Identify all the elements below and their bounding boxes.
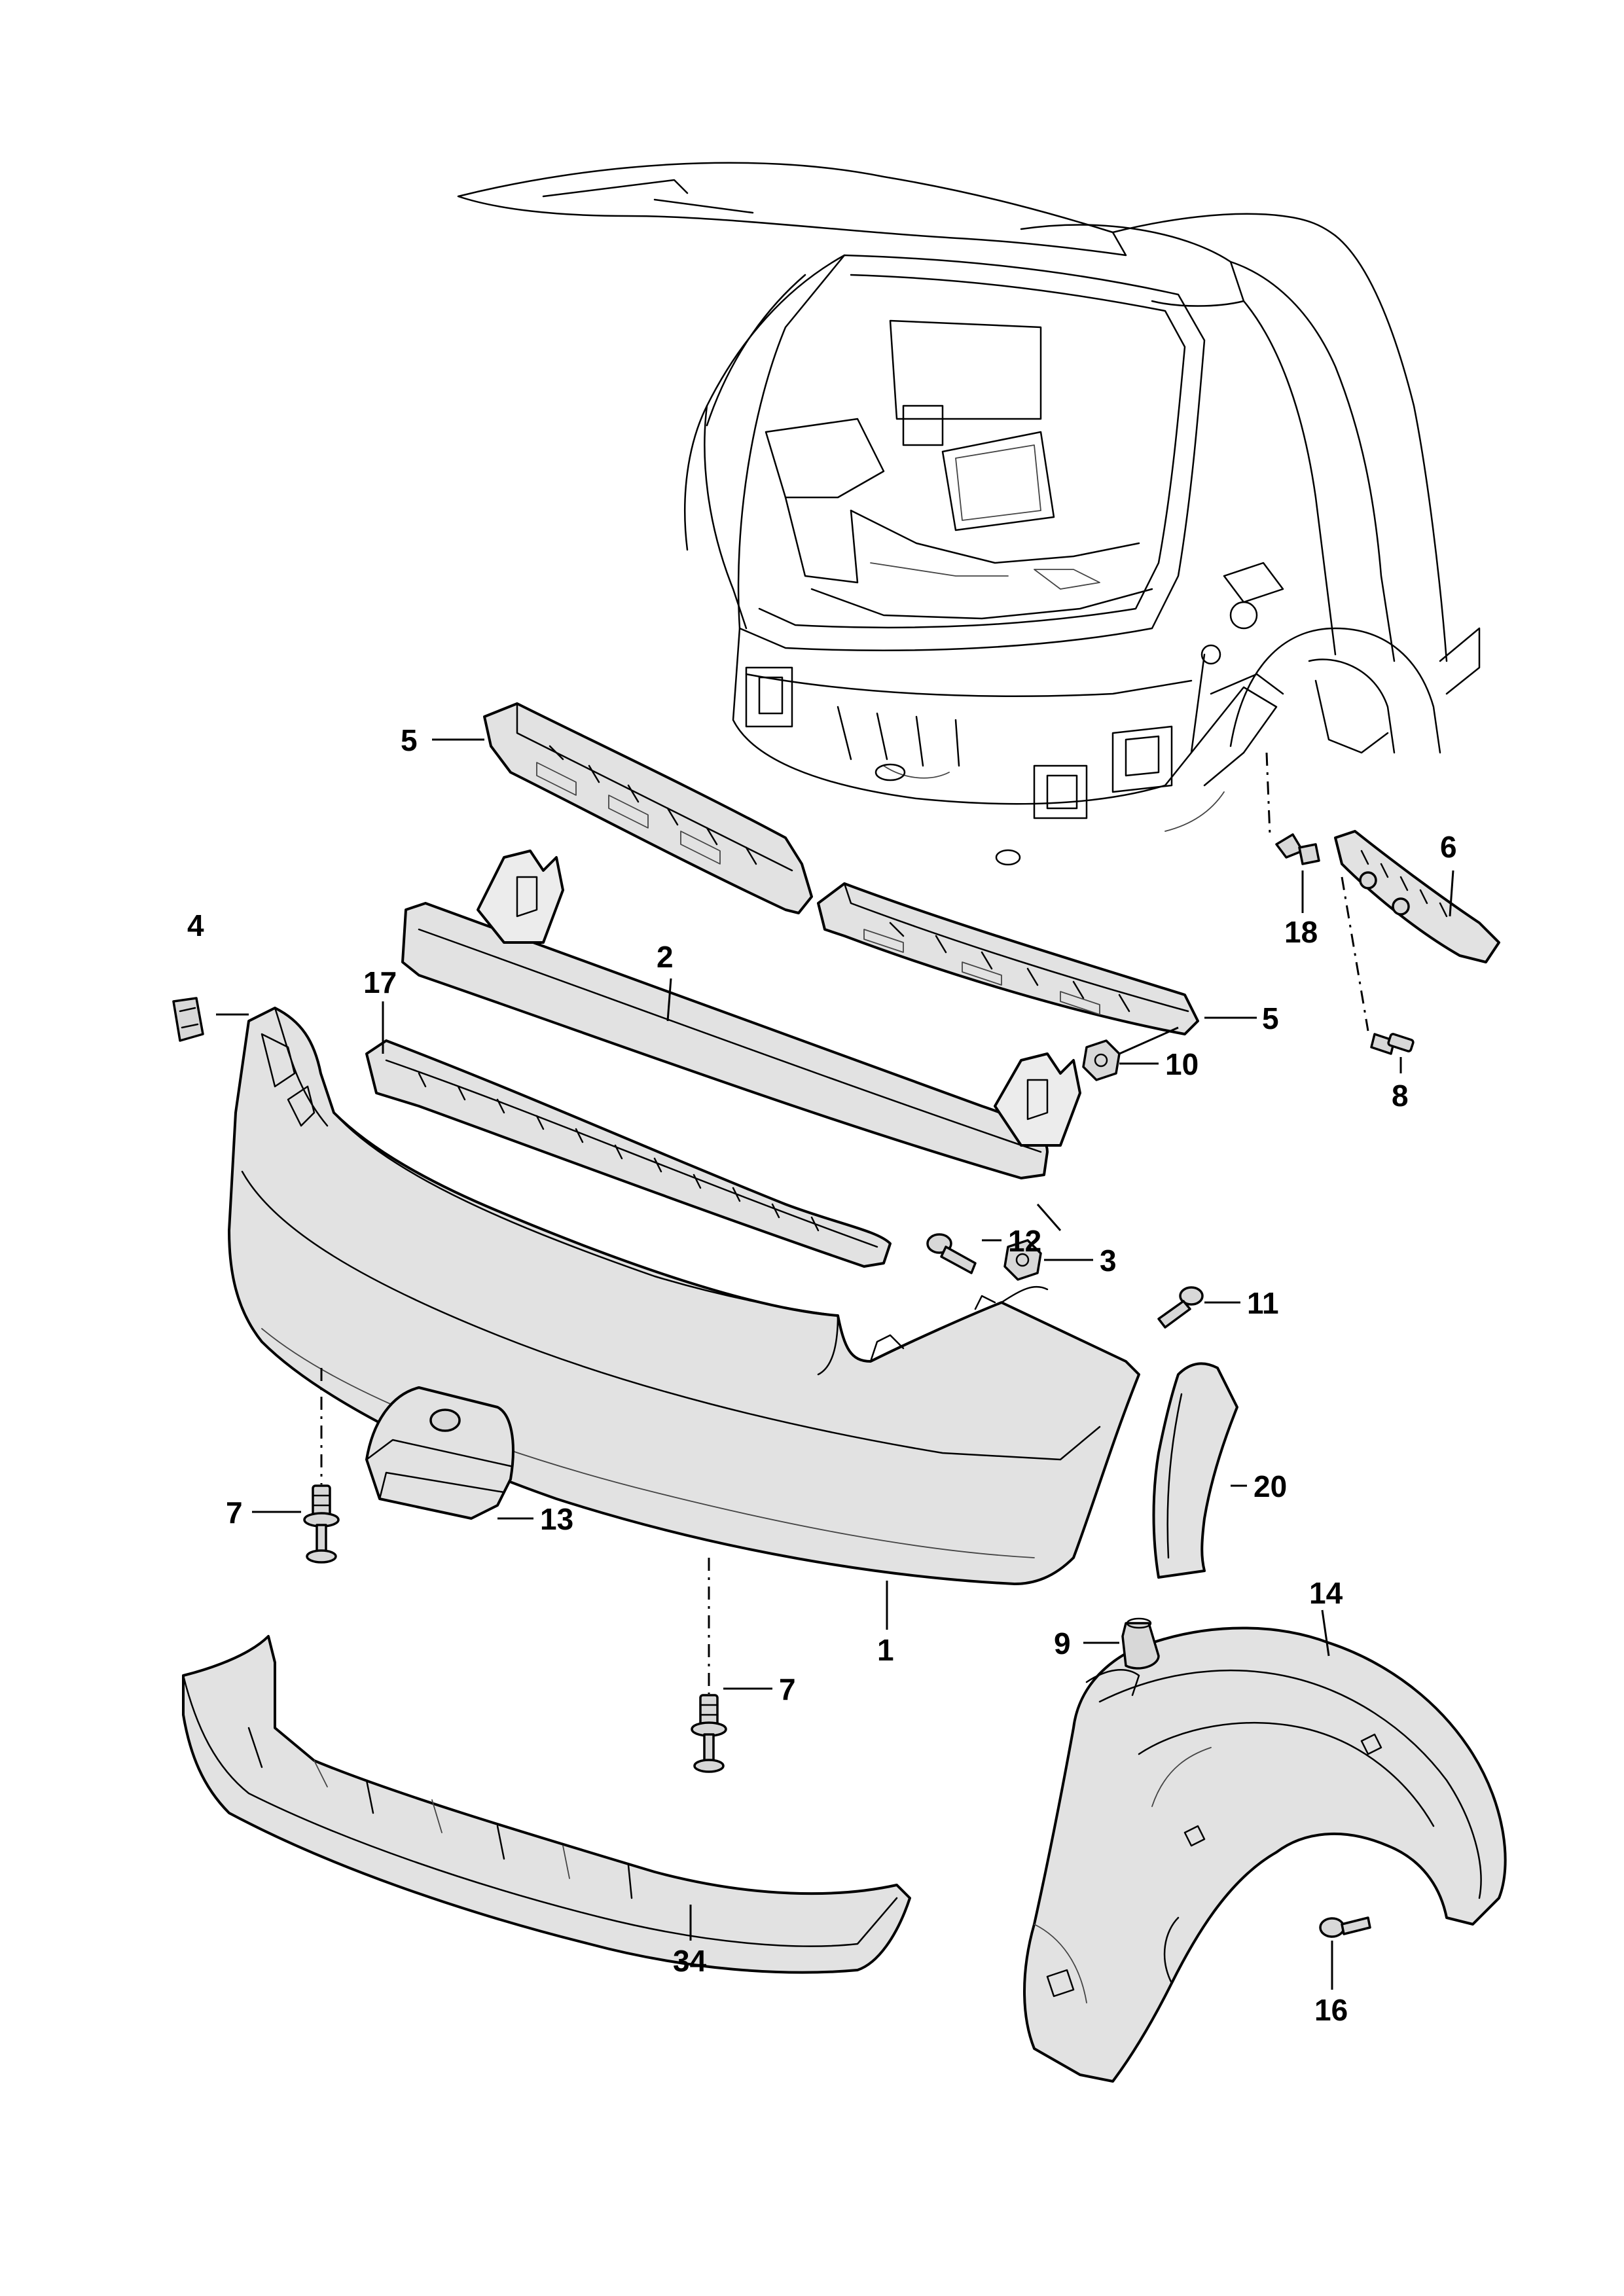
callout-34: 34 [673,1944,707,1978]
callout-1: 1 [877,1633,894,1667]
nut-3 [1003,1239,1042,1281]
callout-2: 2 [657,940,674,974]
callout-17: 17 [363,965,397,999]
callout-20: 20 [1254,1469,1287,1503]
rear-diffuser [182,1635,911,1974]
wheel-housing-liner [1023,1626,1507,2083]
bumper-reinforcement [401,850,1081,1179]
callout-10: 10 [1165,1047,1199,1081]
screw-16 [1319,1916,1371,1938]
callout-5-lower: 5 [1262,1001,1279,1035]
callout-14: 14 [1309,1576,1343,1610]
callout-13: 13 [540,1502,573,1536]
tow-hook-cap [365,1386,514,1520]
callout-7-left: 7 [226,1496,243,1530]
callout-3: 3 [1100,1244,1117,1278]
side-bracket [1334,830,1500,963]
callout-4: 4 [187,908,204,942]
screw-8 [1370,1033,1415,1055]
wheel-arch-trim [1152,1362,1238,1579]
screw-11 [1157,1286,1204,1329]
callout-6: 6 [1440,830,1457,864]
callout-7-right: 7 [779,1672,796,1706]
callout-8: 8 [1392,1079,1409,1113]
grommet [1121,1617,1160,1670]
bolt-12 [926,1233,977,1274]
callout-16: 16 [1314,1993,1348,2027]
bumper-support-bracket [365,1039,892,1268]
clip-nut [172,997,204,1042]
callout-12: 12 [1008,1224,1041,1258]
nut-10 [1082,1039,1121,1081]
upper-energy-absorber [483,702,813,914]
callout-9: 9 [1054,1626,1071,1660]
callout-5-upper: 5 [401,723,418,757]
callout-11: 11 [1247,1286,1279,1320]
callout-18: 18 [1284,915,1318,949]
expanding-rivet-right [691,1694,727,1773]
lower-energy-absorber [817,882,1199,1035]
vehicle-rear-body [457,162,1481,866]
push-rivet [1275,833,1320,865]
expanding-rivet-left [303,1484,340,1564]
